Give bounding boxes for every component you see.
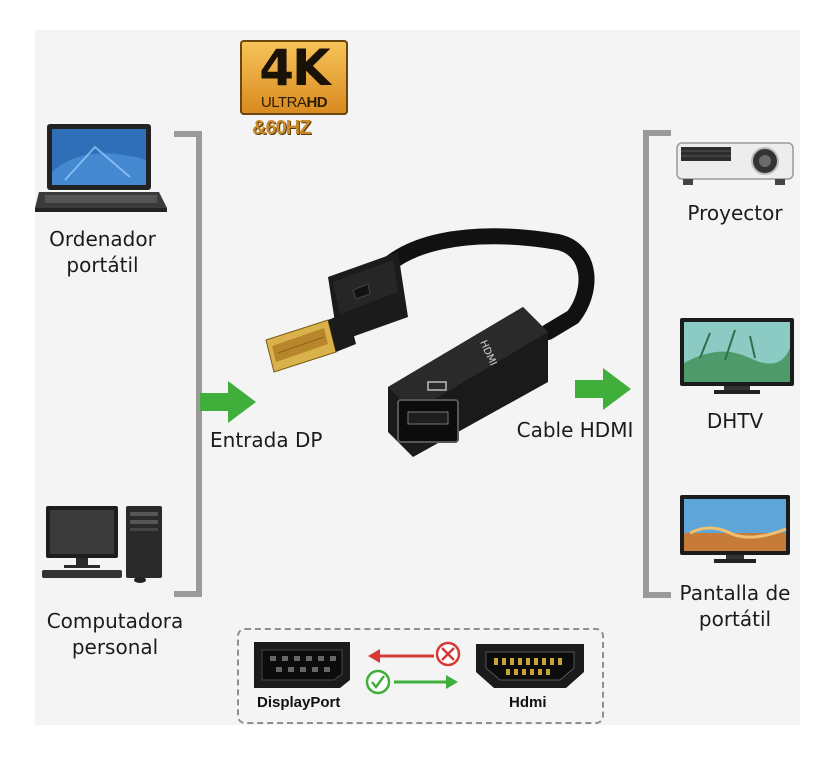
4k-ultrahd-badge: 4K ULTRAHD	[240, 40, 348, 115]
center-output-label: Cable HDMI	[516, 418, 634, 442]
displayport-connector-icon	[254, 642, 350, 688]
hdmi-connector-icon	[476, 644, 584, 688]
input-bracket	[174, 131, 202, 597]
dp-to-hdmi-adapter-illustration: HDMI	[265, 228, 595, 457]
output-label-laptop-screen: Pantalla de portátil	[679, 581, 791, 631]
television-icon	[680, 318, 794, 394]
legend-hdmi-label: Hdmi	[509, 694, 547, 711]
input-label-laptop: Ordenador portátil	[49, 227, 156, 277]
output-bracket	[643, 130, 671, 598]
output-label-tv: DHTV	[706, 409, 764, 433]
projector-icon	[676, 142, 794, 185]
supported-direction-icon	[365, 669, 458, 695]
legend-displayport-label: DisplayPort	[257, 694, 341, 711]
badge-sub-text: ULTRAHD	[260, 94, 328, 111]
input-arrow-icon	[200, 381, 256, 423]
badge-refresh-rate: &60HZ	[252, 117, 311, 139]
badge-main-text: 4K	[259, 39, 331, 97]
input-label-pc: Computadora personal	[46, 609, 184, 659]
desktop-computer-icon	[42, 506, 162, 583]
laptop-icon	[35, 124, 167, 212]
output-arrow-icon	[575, 368, 631, 410]
compatibility-legend: DisplayPort Hdmi	[237, 628, 604, 724]
monitor-icon	[680, 495, 790, 563]
output-label-projector: Proyector	[687, 201, 783, 225]
not-supported-direction-icon	[368, 641, 461, 667]
center-input-label: Entrada DP	[210, 428, 323, 452]
